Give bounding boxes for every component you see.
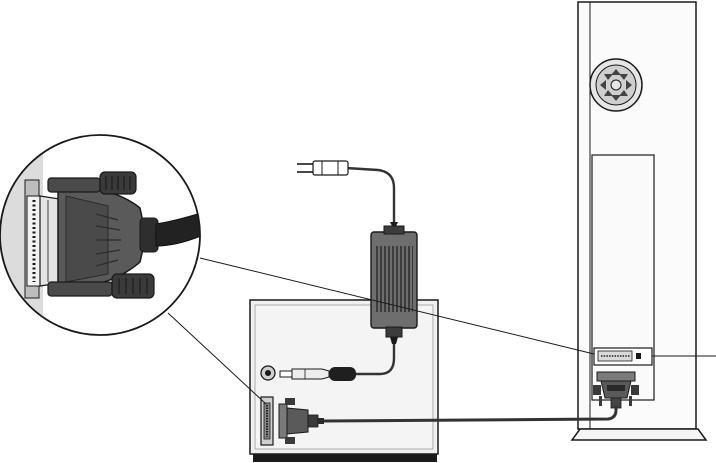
device-foot (253, 454, 437, 462)
device-db25-port (261, 397, 273, 445)
wall-plug-icon (297, 161, 348, 175)
tower-parallel-port (594, 348, 652, 365)
ac-power-adapter (371, 222, 417, 344)
connector-magnifier-callout (0, 135, 210, 335)
adapter-ac-cable (346, 168, 394, 222)
device-power-jack (261, 366, 275, 380)
computer-tower (572, 2, 706, 440)
tower-fan-vent-icon (590, 59, 642, 111)
tower-base (572, 429, 706, 440)
